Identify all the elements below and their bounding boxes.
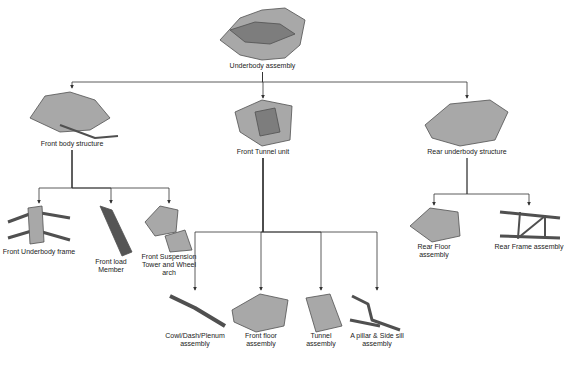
part-label: Tunnel assembly	[296, 332, 346, 348]
tree-connector	[263, 158, 377, 290]
part-label: Front Tunnel unit	[224, 148, 302, 156]
tree-connector	[467, 158, 529, 205]
part-node: Front body structure	[22, 88, 122, 150]
part-node: A pillar & Side sill assembly	[348, 290, 406, 350]
rear-floor-illustration	[410, 208, 460, 242]
load-member-illustration	[100, 206, 132, 256]
tree-connector	[195, 158, 263, 290]
front-body-illustration	[30, 92, 110, 132]
part-node: Front Underbody frame	[2, 203, 76, 258]
cowl-illustration	[170, 296, 225, 326]
frame-crossmember	[28, 206, 44, 244]
tree-connector	[39, 150, 72, 203]
rear-underbody-illustration	[425, 100, 508, 146]
part-label: Front load Member	[84, 258, 138, 274]
underbody-detail	[230, 22, 295, 44]
part-node: Front floor assembly	[230, 290, 292, 350]
front-body-rail	[60, 125, 118, 138]
rear-frame-cross	[518, 212, 545, 238]
part-node: Front load Member	[84, 203, 138, 276]
tree-connector	[263, 72, 468, 98]
rear-frame-rail	[500, 212, 560, 218]
part-node: Underbody assembly	[205, 4, 320, 72]
part-label: Rear Frame assembly	[494, 243, 564, 251]
part-node: Rear underbody structure	[418, 98, 516, 158]
suspension-tower-illustration	[145, 206, 178, 236]
sill-illustration	[350, 320, 380, 326]
tree-connector	[263, 158, 321, 290]
part-node: Front Suspension Tower and Wheel arch	[140, 203, 198, 279]
part-label: Cowl/Dash/Plenum assembly	[162, 332, 228, 348]
part-node: Rear Frame assembly	[494, 205, 564, 253]
tree-connector	[72, 72, 263, 88]
front-tunnel-illustration	[235, 100, 292, 146]
part-node: Rear Floor assembly	[402, 205, 466, 261]
tunnel-illustration	[306, 294, 342, 332]
part-label: Rear underbody structure	[418, 148, 516, 156]
part-label: Front Underbody frame	[2, 248, 76, 256]
tree-connector	[72, 150, 111, 203]
part-node: Cowl/Dash/Plenum assembly	[162, 290, 228, 350]
part-label: Front floor assembly	[230, 332, 292, 348]
rear-frame-rail	[500, 236, 560, 238]
part-node: Tunnel assembly	[296, 290, 346, 350]
wheel-arch-illustration	[165, 230, 192, 252]
part-node: Front Tunnel unit	[224, 98, 302, 158]
part-label: Front Suspension Tower and Wheel arch	[140, 253, 198, 277]
underbody-illustration	[220, 8, 305, 60]
tree-connector	[72, 150, 169, 203]
tree-connector	[434, 158, 467, 205]
part-label: A pillar & Side sill assembly	[348, 332, 406, 348]
part-label: Underbody assembly	[205, 62, 320, 70]
front-tunnel-detail	[255, 108, 280, 136]
part-label: Rear Floor assembly	[402, 243, 466, 259]
front-floor-illustration	[232, 294, 288, 332]
part-label: Front body structure	[22, 140, 122, 148]
